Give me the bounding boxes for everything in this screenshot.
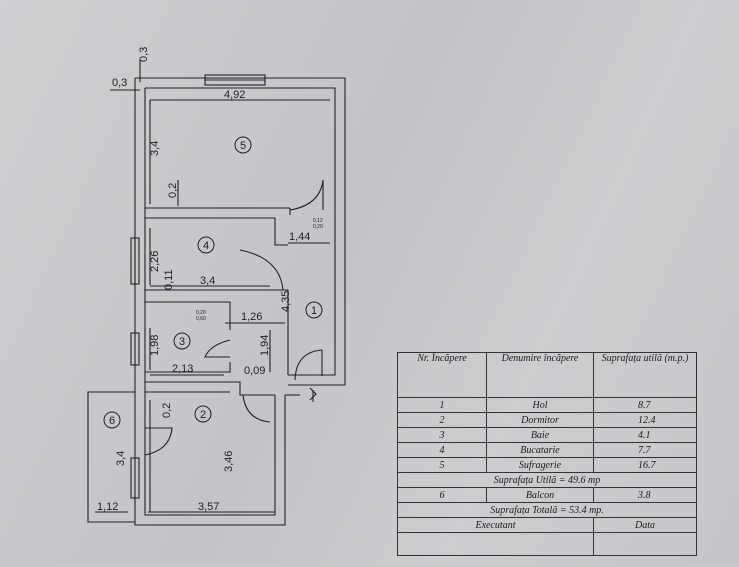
row-nr: 2 [397,412,487,428]
dim-4-35: 4,35 [280,291,292,312]
row-nr: 3 [397,427,487,443]
dim-2-13: 2,13 [172,363,193,375]
executant-cell [397,532,594,556]
dim-1-12: 1,12 [97,501,118,513]
dim-3-4-living: 3,4 [149,141,161,156]
row-nr: 4 [397,442,487,458]
balcony-name: Balcon [486,487,594,503]
header-nr: Nr. Încăpere [397,352,487,398]
dim-3-4-balcony: 3,4 [115,451,127,466]
row-name: Sufragerie [486,457,594,473]
executant-label: Executant [397,517,594,533]
dim-0-3-top: 0,3 [138,47,150,62]
room-legend-table: Nr. Încăpere Denumire încăpere Suprafața… [397,352,697,567]
dim-1-26: 1,26 [241,311,262,323]
room-1-number: 1 [311,305,317,317]
window-bedroom [130,457,140,499]
row-nr: 5 [397,457,487,473]
room-2-circle [194,405,212,423]
table-row: 4 Bucatarie 7.7 [397,442,697,458]
header-area: Suprafața utilă (m.p.) [593,352,697,398]
outer-wall [135,77,346,386]
row-name: Bucatarie [486,442,594,458]
row-name: Baie [486,427,594,443]
room-4-circle [197,236,215,254]
table-row: 6 Balcon 3.8 [397,487,697,503]
dim-3-4-kitchen: 3,4 [200,275,215,287]
table-row: 1 Hol 8.7 [397,397,697,413]
row-area: 7.7 [593,442,697,458]
dim-small-a: 0,12 [313,218,323,224]
table-row: 3 Baie 4.1 [397,427,697,443]
room-3-circle [173,332,191,350]
dim-4-92: 4,92 [224,89,245,101]
room-3-number: 3 [179,336,185,348]
dim-0-09: 0,09 [244,365,265,377]
dim-1-98: 1,98 [149,335,161,356]
dim-0-2-bed: 0,2 [161,403,173,418]
dim-small-d: 0,60 [196,316,206,322]
row-area: 4.1 [593,427,697,443]
row-nr: 1 [397,397,487,413]
dim-3-46: 3,46 [223,451,235,472]
dim-0-3-left: 0,3 [112,77,127,89]
balcony-nr: 6 [397,487,487,503]
dim-1-44: 1,44 [289,231,310,243]
room-1-circle [305,301,323,319]
dim-1-94: 1,94 [259,335,271,356]
row-area: 16.7 [593,457,697,473]
room-2-number: 2 [200,409,206,421]
dim-3-57: 3,57 [198,501,219,513]
total-area: Suprafața Totală = 53.4 mp. [397,502,697,518]
dim-2-26: 2,26 [149,251,161,272]
balcony-outline [87,391,135,523]
data-cell [593,532,697,556]
row-name: Hol [486,397,594,413]
table-row: 2 Dormitor 12.4 [397,412,697,428]
dim-0-2-living: 0,2 [167,183,179,198]
dim-small-b: 0,20 [313,224,323,230]
data-label: Data [593,517,697,533]
table-row: 5 Sufragerie 16.7 [397,457,697,473]
balcony-area: 3.8 [593,487,697,503]
row-name: Dormitor [486,412,594,428]
header-name: Denumire încăpere [486,352,594,398]
room-4-number: 4 [203,240,209,252]
room-5-number: 5 [240,140,246,152]
dim-0-11: 0,11 [163,269,175,290]
useful-area-total: Suprafața Utilă = 49.6 mp [397,472,697,488]
row-area: 12.4 [593,412,697,428]
room-5-circle [234,136,252,154]
room-6-number: 6 [109,415,115,427]
row-area: 8.7 [593,397,697,413]
room-6-circle [103,411,121,429]
dim-small-c: 0,20 [196,310,206,316]
window-bath [130,332,140,366]
